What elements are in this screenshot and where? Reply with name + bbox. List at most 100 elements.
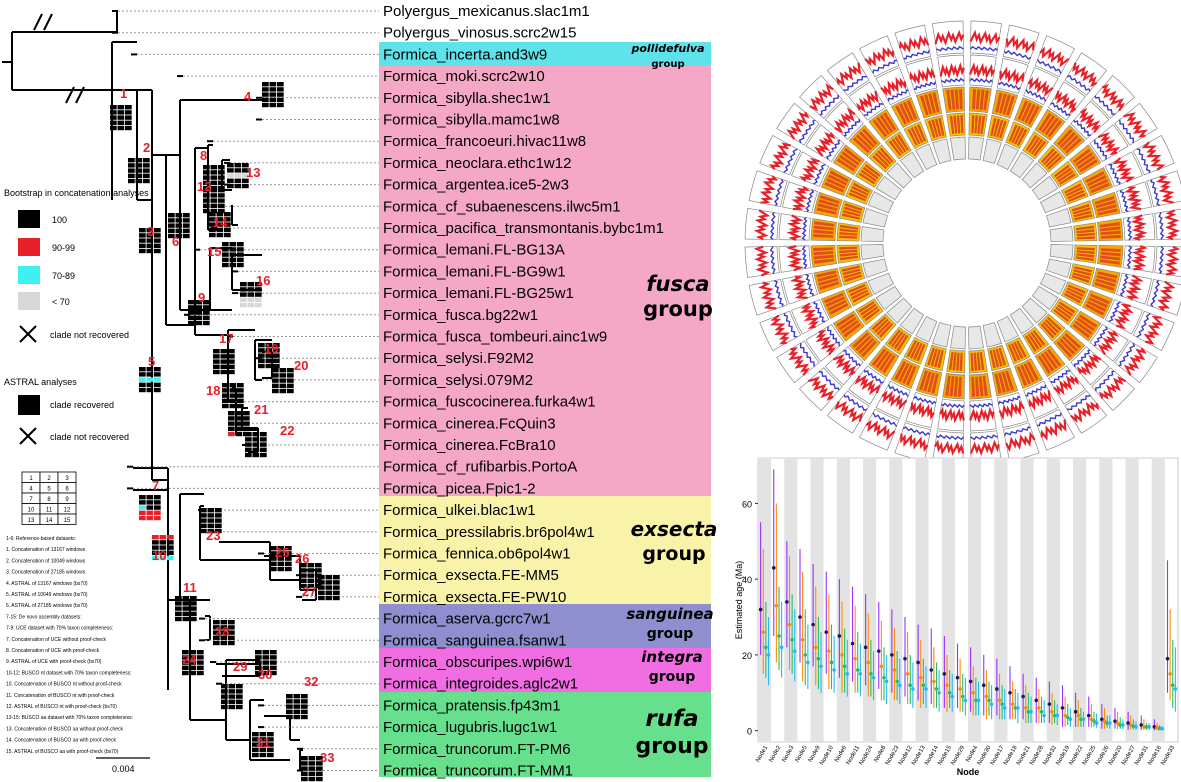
- support-cell: [197, 665, 204, 670]
- support-cell: [301, 766, 308, 771]
- circos-track-blue: [805, 189, 815, 213]
- circos-heat-stripe: [927, 347, 935, 366]
- circos-heat-stripe: [1097, 208, 1118, 216]
- circos-track-red: [933, 439, 965, 456]
- support-cell: [269, 92, 277, 97]
- group-name: pollidefulva: [630, 42, 704, 55]
- circos-track-red: [1098, 376, 1127, 400]
- support-cell: [220, 349, 228, 354]
- support-cell: [228, 364, 235, 369]
- support-grid-node-15: [222, 242, 244, 268]
- support-cell: [265, 363, 273, 369]
- support-cell: [265, 343, 273, 348]
- legend-dataset-note: 5. ASTRAL of 10049 windows (bs70): [6, 592, 88, 598]
- circos-track-blue: [773, 279, 784, 307]
- circos-heat-stripe: [1059, 338, 1076, 355]
- circos-track-red: [1072, 62, 1098, 88]
- legend-dataset-note: 14. Concatenation of BUSCO aa with proof…: [6, 738, 117, 744]
- circos-track-blue: [1095, 370, 1115, 392]
- circos-track-red: [1053, 375, 1080, 396]
- support-cell: [247, 282, 255, 287]
- support-cell: [228, 431, 235, 437]
- circos-heat-stripe: [899, 103, 911, 123]
- circos-heat-stripe: [932, 92, 940, 113]
- support-cell: [301, 761, 308, 766]
- support-cell: [286, 714, 293, 720]
- circos-heat-stripe: [927, 372, 936, 393]
- age-point: [1065, 715, 1070, 720]
- support-cell: [308, 766, 316, 771]
- circos-track-red: [1101, 83, 1126, 112]
- circos-segment: [1045, 208, 1072, 228]
- support-cell: [222, 242, 229, 247]
- circos-heat-stripe: [960, 115, 964, 134]
- circos-heat-stripe: [839, 249, 858, 254]
- support-cell: [255, 650, 262, 655]
- circos-heat-stripe: [842, 209, 861, 217]
- support-cell: [333, 590, 340, 595]
- support-cell: [197, 650, 204, 655]
- plot-band: [941, 458, 955, 742]
- circos-heat-stripe: [919, 95, 929, 116]
- support-cell: [188, 310, 195, 315]
- age-point: [905, 672, 910, 676]
- circos-heat-stripe: [1099, 259, 1120, 265]
- support-cell: [267, 737, 274, 742]
- support-cell: [318, 580, 325, 585]
- circos-heat-stripe: [994, 373, 1002, 394]
- circos-heat-stripe: [894, 136, 907, 153]
- support-cell: [154, 228, 161, 233]
- support-cell: [318, 590, 325, 595]
- support-cell: [245, 447, 252, 452]
- support-cell: [277, 97, 284, 102]
- support-cell: [243, 416, 250, 421]
- circos-track-blue: [863, 369, 884, 384]
- circos-segment: [1009, 307, 1035, 335]
- circos-track-red: [1163, 209, 1181, 241]
- age-point: [785, 600, 789, 604]
- support-cell: [159, 535, 167, 540]
- age-point: [974, 698, 978, 703]
- circos-segment: [1069, 310, 1102, 342]
- support-cell: [216, 217, 224, 222]
- circos-segment: [875, 175, 903, 201]
- circos-track-blue: [936, 434, 965, 441]
- circos-heat-stripe: [818, 277, 839, 286]
- support-cell: [243, 421, 250, 426]
- age-point: [1068, 717, 1073, 722]
- support-cell: [139, 505, 146, 510]
- circos-segment: [915, 367, 943, 397]
- circos-heat-stripe: [1061, 335, 1079, 352]
- support-cell: [272, 368, 279, 373]
- support-grid-node-4: [262, 82, 284, 108]
- support-cell: [216, 212, 224, 217]
- age-point: [771, 566, 776, 570]
- support-cell: [325, 580, 333, 585]
- support-cell: [146, 495, 154, 500]
- age-point: [890, 653, 894, 657]
- circos-heat-stripe: [1059, 131, 1076, 149]
- node-number: 21: [254, 402, 268, 417]
- support-cell: [220, 640, 228, 646]
- support-cell: [146, 377, 154, 382]
- support-cell: [301, 771, 308, 776]
- tip-label: Formica_lugubris.lugc1w1: [383, 719, 557, 736]
- circos-track-blue: [1093, 326, 1108, 347]
- support-cell: [210, 165, 218, 170]
- circos-track-red: [1164, 245, 1181, 276]
- support-cell: [203, 320, 210, 326]
- support-cell: [210, 170, 218, 175]
- age-point: [777, 634, 781, 638]
- support-cell: [182, 655, 189, 660]
- support-cell: [286, 704, 293, 709]
- support-cell: [228, 699, 236, 704]
- support-cell: [135, 163, 143, 168]
- circos-track-red: [798, 157, 820, 182]
- circos-track-red: [939, 406, 965, 424]
- support-cell: [308, 761, 316, 766]
- circos-heat-stripe: [879, 147, 894, 163]
- support-cell: [215, 523, 222, 528]
- age-point: [1034, 698, 1039, 703]
- support-grid-node-6: [168, 213, 190, 239]
